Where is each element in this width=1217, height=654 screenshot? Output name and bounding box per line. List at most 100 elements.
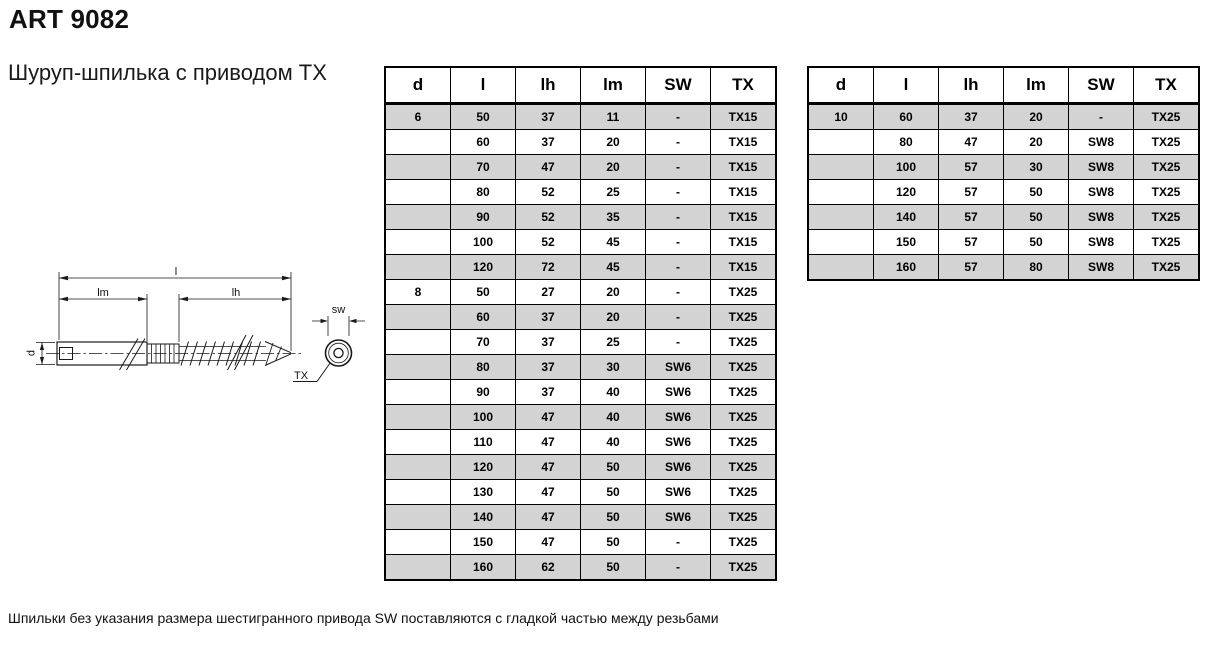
table-cell: TX25 bbox=[1133, 154, 1200, 180]
table-cell: 150 bbox=[450, 529, 516, 555]
dim-label-lm: lm bbox=[97, 287, 109, 299]
tx-recess-circle bbox=[333, 347, 344, 359]
dimension-l: l bbox=[58, 266, 292, 351]
table-cell: SW6 bbox=[645, 379, 711, 405]
table-cell: TX25 bbox=[710, 354, 777, 380]
column-header-lm: lm bbox=[580, 66, 646, 105]
table-cell: 57 bbox=[938, 179, 1004, 205]
table-cell bbox=[807, 129, 874, 155]
table-cell bbox=[807, 204, 874, 230]
table-cell bbox=[384, 404, 451, 430]
table-cell: 37 bbox=[515, 304, 581, 330]
table-cell: 80 bbox=[450, 179, 516, 205]
table-cell bbox=[384, 479, 451, 505]
table-cell: 80 bbox=[450, 354, 516, 380]
column-header-d: d bbox=[384, 66, 451, 105]
column-header-sw: SW bbox=[1068, 66, 1134, 105]
table-cell: 80 bbox=[1003, 254, 1069, 281]
tip-cone bbox=[264, 341, 292, 366]
table-cell: 50 bbox=[580, 479, 646, 505]
table-cell: SW8 bbox=[1068, 179, 1134, 205]
page-title: ART 9082 bbox=[9, 4, 130, 34]
table-cell: 30 bbox=[1003, 154, 1069, 180]
table-cell: 27 bbox=[515, 279, 581, 305]
table-cell: 72 bbox=[515, 254, 581, 280]
table-cell: TX15 bbox=[710, 154, 777, 180]
tx-label: TX bbox=[294, 370, 309, 382]
dim-label-sw: sw bbox=[332, 304, 346, 316]
table-cell: TX15 bbox=[710, 129, 777, 155]
table-cell: SW8 bbox=[1068, 129, 1134, 155]
table-cell: 10 bbox=[807, 103, 874, 130]
table-cell: SW6 bbox=[645, 479, 711, 505]
table-cell: - bbox=[645, 279, 711, 305]
table-cell: 30 bbox=[580, 354, 646, 380]
table-cell: 130 bbox=[450, 479, 516, 505]
table-cell: 20 bbox=[1003, 103, 1069, 130]
table-cell: 50 bbox=[580, 504, 646, 530]
table-cell bbox=[384, 454, 451, 480]
table-cell: 50 bbox=[580, 529, 646, 555]
column-header-lh: lh bbox=[938, 66, 1004, 105]
table-cell: 45 bbox=[580, 254, 646, 280]
dimension-lh: lh bbox=[178, 287, 291, 342]
screw-side-view bbox=[46, 334, 303, 371]
table-cell bbox=[384, 379, 451, 405]
table-cell bbox=[807, 179, 874, 205]
table-cell: 160 bbox=[450, 554, 516, 581]
table-cell: TX25 bbox=[1133, 129, 1200, 155]
table-cell: 50 bbox=[580, 554, 646, 581]
table-cell: - bbox=[1068, 103, 1134, 130]
table-cell: 60 bbox=[450, 129, 516, 155]
table-cell: 47 bbox=[515, 529, 581, 555]
table-cell: - bbox=[645, 329, 711, 355]
table-cell: 100 bbox=[450, 404, 516, 430]
table-cell: 37 bbox=[515, 329, 581, 355]
table-cell: 20 bbox=[580, 129, 646, 155]
column-header-tx: TX bbox=[710, 66, 777, 105]
tip-thread-lines bbox=[265, 342, 282, 365]
column-header-l: l bbox=[873, 66, 939, 105]
table-cell: 47 bbox=[515, 454, 581, 480]
table-cell: TX15 bbox=[710, 103, 777, 130]
dimension-sw: sw bbox=[312, 304, 365, 336]
table-cell: TX25 bbox=[710, 554, 777, 581]
table-cell bbox=[807, 229, 874, 255]
table-cell: TX25 bbox=[710, 429, 777, 455]
table-cell: 20 bbox=[580, 279, 646, 305]
table-cell: 37 bbox=[515, 354, 581, 380]
table-cell: 50 bbox=[1003, 204, 1069, 230]
table-cell: 50 bbox=[450, 279, 516, 305]
table-cell: TX15 bbox=[710, 179, 777, 205]
table-cell: SW6 bbox=[645, 454, 711, 480]
table-cell: 60 bbox=[450, 304, 516, 330]
table-cell: - bbox=[645, 179, 711, 205]
table-cell: TX25 bbox=[1133, 254, 1200, 281]
table-cell: 37 bbox=[938, 103, 1004, 130]
table-cell: 20 bbox=[580, 154, 646, 180]
table-cell: 47 bbox=[515, 154, 581, 180]
table-cell: TX25 bbox=[710, 279, 777, 305]
metric-thread-lines bbox=[151, 344, 175, 363]
wood-thread-helix bbox=[180, 341, 261, 366]
end-view-inner-ring bbox=[328, 342, 349, 364]
table-cell: 100 bbox=[450, 229, 516, 255]
table-cell: 20 bbox=[1003, 129, 1069, 155]
table-cell: 40 bbox=[580, 404, 646, 430]
table-cell: SW6 bbox=[645, 404, 711, 430]
table-cell: 40 bbox=[580, 379, 646, 405]
table-cell: SW6 bbox=[645, 504, 711, 530]
